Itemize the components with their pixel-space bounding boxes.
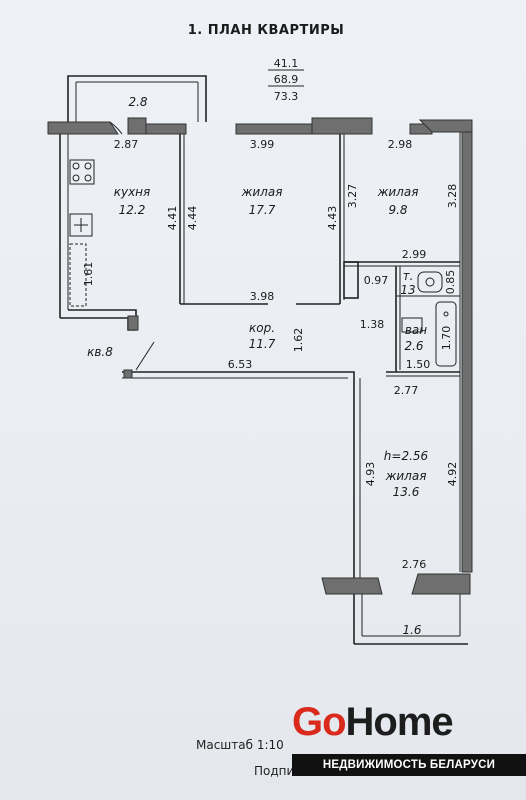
dim-toilet-right: 0.85	[444, 270, 457, 295]
logo-go: Go	[292, 700, 347, 744]
wall-block	[127, 117, 147, 135]
right-outer-wall	[461, 131, 473, 573]
total-area: 68.9	[274, 73, 299, 86]
logo-wordmark: GoHome	[292, 700, 454, 745]
room-corridor-name: кор.	[249, 321, 275, 335]
room-living1-area: 17.7	[249, 203, 276, 217]
room-living3-height: h=2.56	[384, 449, 429, 463]
room-living2-area: 9.8	[388, 203, 407, 217]
burner-icon	[84, 162, 92, 170]
door-arc	[109, 121, 123, 135]
counter-icon	[69, 243, 87, 307]
room-kitchen-area: 12.2	[119, 203, 146, 217]
dim-living3-top: 2.77	[394, 384, 419, 397]
thick-walls	[47, 117, 473, 595]
dim-living1-bottom: 3.98	[250, 290, 275, 303]
dim-living3-left: 4.93	[364, 462, 377, 487]
room-bath-area: 2.6	[404, 339, 423, 353]
dim-corridor-right: 1.62	[292, 328, 305, 353]
logo-tagline: НЕДВИЖИМОСТЬ БЕЛАРУСИ	[292, 754, 526, 776]
entrance-label: кв.8	[87, 345, 113, 359]
room-corridor-area: 11.7	[249, 337, 276, 351]
dim-bath-bottom: 1.50	[406, 358, 431, 371]
dim-living2-right: 3.28	[446, 184, 459, 209]
fixtures	[69, 159, 457, 367]
wall-block	[235, 123, 313, 135]
burner-icon	[84, 174, 92, 182]
dim-living3-bottom: 2.76	[402, 558, 427, 571]
dim-bath-right: 1.70	[440, 326, 453, 351]
balcony-top-outline	[67, 75, 207, 122]
dim-living2-bottom: 2.99	[402, 248, 427, 261]
dim-living2-left: 3.27	[346, 184, 359, 209]
scale-note: Масштаб 1:10	[196, 738, 284, 752]
wall-block	[311, 117, 373, 135]
dim-kitchen-top: 2.87	[114, 138, 139, 151]
living-area: 41.1	[274, 57, 299, 70]
room-living2-name: жилая	[377, 185, 419, 199]
plan-title: 1. ПЛАН КВАРТИРЫ	[188, 23, 345, 38]
dim-living3-right: 4.92	[446, 462, 459, 487]
kitchen-bottom-wall	[60, 309, 137, 331]
burner-icon	[72, 162, 80, 170]
dim-bath-left: 1.38	[360, 318, 385, 331]
room-toilet-name: т.	[403, 269, 414, 283]
wall-block	[127, 315, 139, 331]
room-living3-name: жилая	[385, 469, 427, 483]
burner-icon	[72, 174, 80, 182]
doors	[109, 121, 155, 371]
total-area-with-balcony: 73.3	[274, 90, 299, 103]
bathtub-icon	[435, 301, 457, 367]
dim-corridor-bottom: 6.53	[228, 358, 253, 371]
walls	[59, 75, 468, 645]
washbasin-icon	[401, 317, 423, 333]
wall-block	[411, 573, 471, 595]
room-kitchen-name: кухня	[114, 185, 151, 199]
dim-living2-top: 2.98	[388, 138, 413, 151]
stove-icon	[69, 159, 95, 185]
room-living1-name: жилая	[241, 185, 283, 199]
balcony-bottom-area: 1.6	[402, 623, 421, 637]
dim-kitchen-right: 4.41	[166, 206, 179, 231]
toilet-bowl-icon	[425, 277, 435, 287]
dim-living1-right: 4.43	[326, 206, 339, 231]
wall-block	[47, 121, 119, 135]
logo-home: Home	[345, 700, 454, 744]
toilet-icon	[417, 271, 443, 293]
dim-living1-top: 3.99	[250, 138, 275, 151]
dim-kitchen-left: 1.61	[82, 262, 95, 287]
shaft	[343, 261, 359, 299]
dim-living1-left: 4.44	[186, 206, 199, 231]
wall-block	[321, 577, 383, 595]
dim-toilet-left: 0.97	[364, 274, 389, 287]
room-living3-area: 13.6	[393, 485, 420, 499]
wall-block	[123, 369, 133, 379]
kitchen-sink-icon	[69, 213, 93, 237]
room-toilet-area: 13	[400, 283, 415, 297]
corridor-bottom-wall	[122, 371, 355, 644]
room-bath-name: ван	[405, 323, 427, 337]
gohome-logo[interactable]: GoHome НЕДВИЖИМОСТЬ БЕЛАРУСИ	[292, 700, 526, 778]
room-labels: кухня 12.2 жилая 17.7 жилая 9.8 кор. 11.…	[87, 95, 428, 637]
wall-block	[145, 123, 187, 135]
entrance-door	[135, 341, 155, 371]
dimension-labels: 2.87 3.99 2.98 3.98 2.99 0.97 1.38 1.50 …	[82, 138, 459, 571]
drain-icon	[443, 311, 449, 317]
balcony-top-area: 2.8	[128, 95, 147, 109]
